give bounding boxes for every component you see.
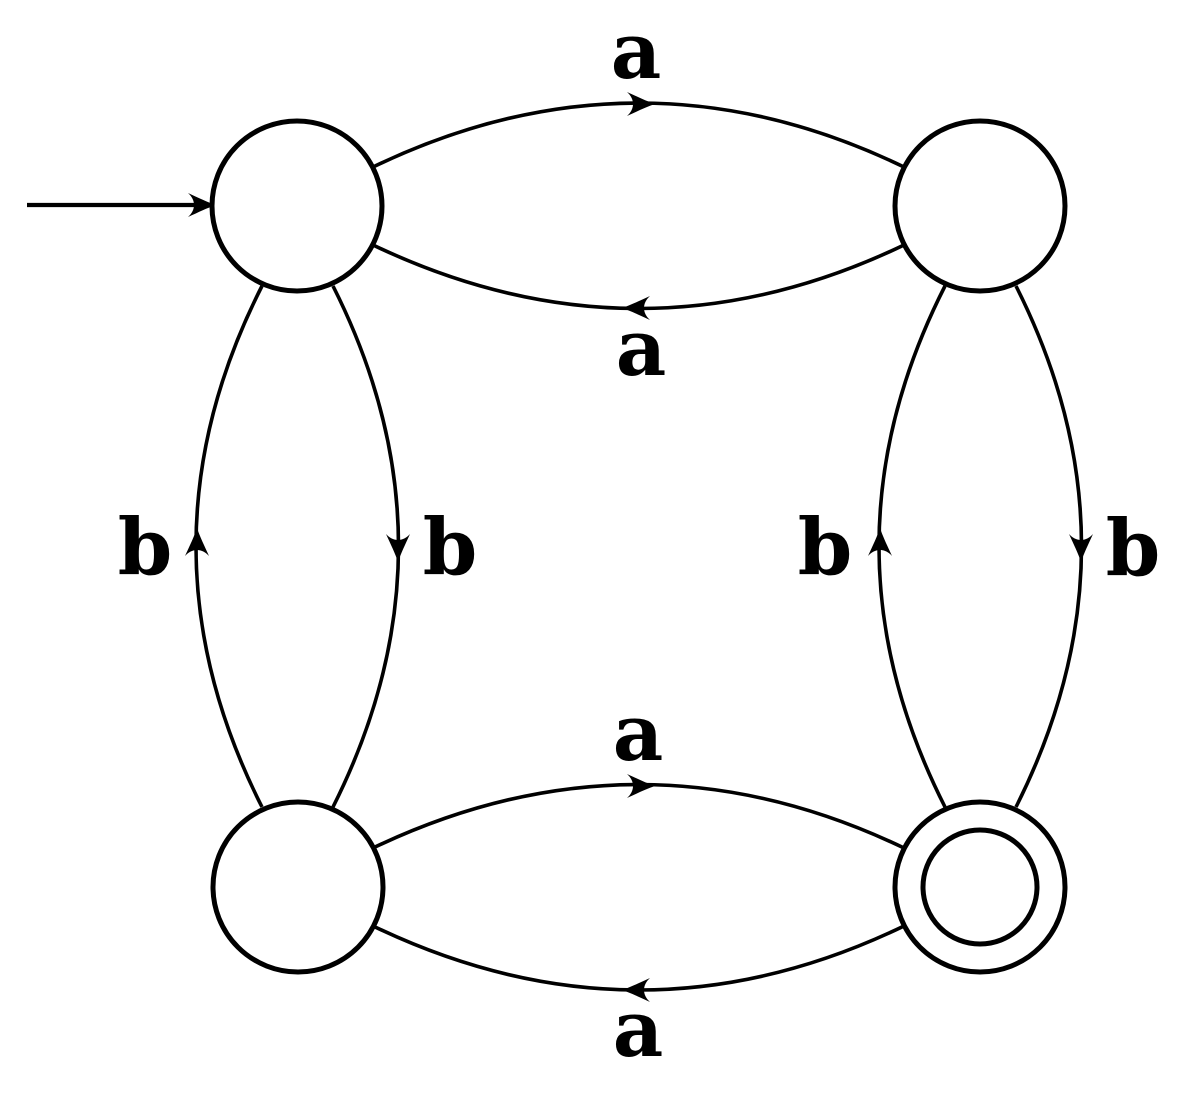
edge-top-left-to-bottom-left [331,285,401,808]
state-top-left-start [209,118,385,294]
edge-bottom-right-to-top-right [877,285,947,808]
accepting-state-inner-ring [920,827,1040,947]
transition-label-right-inner: b [798,502,853,593]
transition-label-bottom-return: a [613,984,664,1075]
edge-bottom-left-to-bottom-right [372,782,905,850]
transition-label-bottom-forward: a [613,688,664,779]
state-bottom-right-accepting [892,799,1068,975]
transition-label-left-inner: b [423,502,478,593]
transition-label-top-return: a [616,303,667,394]
state-bottom-left [210,799,386,975]
transition-label-left-outer: b [118,502,173,593]
edge-top-right-to-bottom-right [1014,285,1084,808]
edge-bottom-right-to-bottom-left [372,924,905,992]
edge-top-left-to-top-right [372,101,905,169]
edge-top-right-to-top-left [372,243,905,311]
transition-label-top-forward: a [611,6,662,97]
edge-bottom-left-to-top-left [194,285,264,808]
transition-label-right-outer: b [1106,503,1161,594]
state-top-right [892,118,1068,294]
